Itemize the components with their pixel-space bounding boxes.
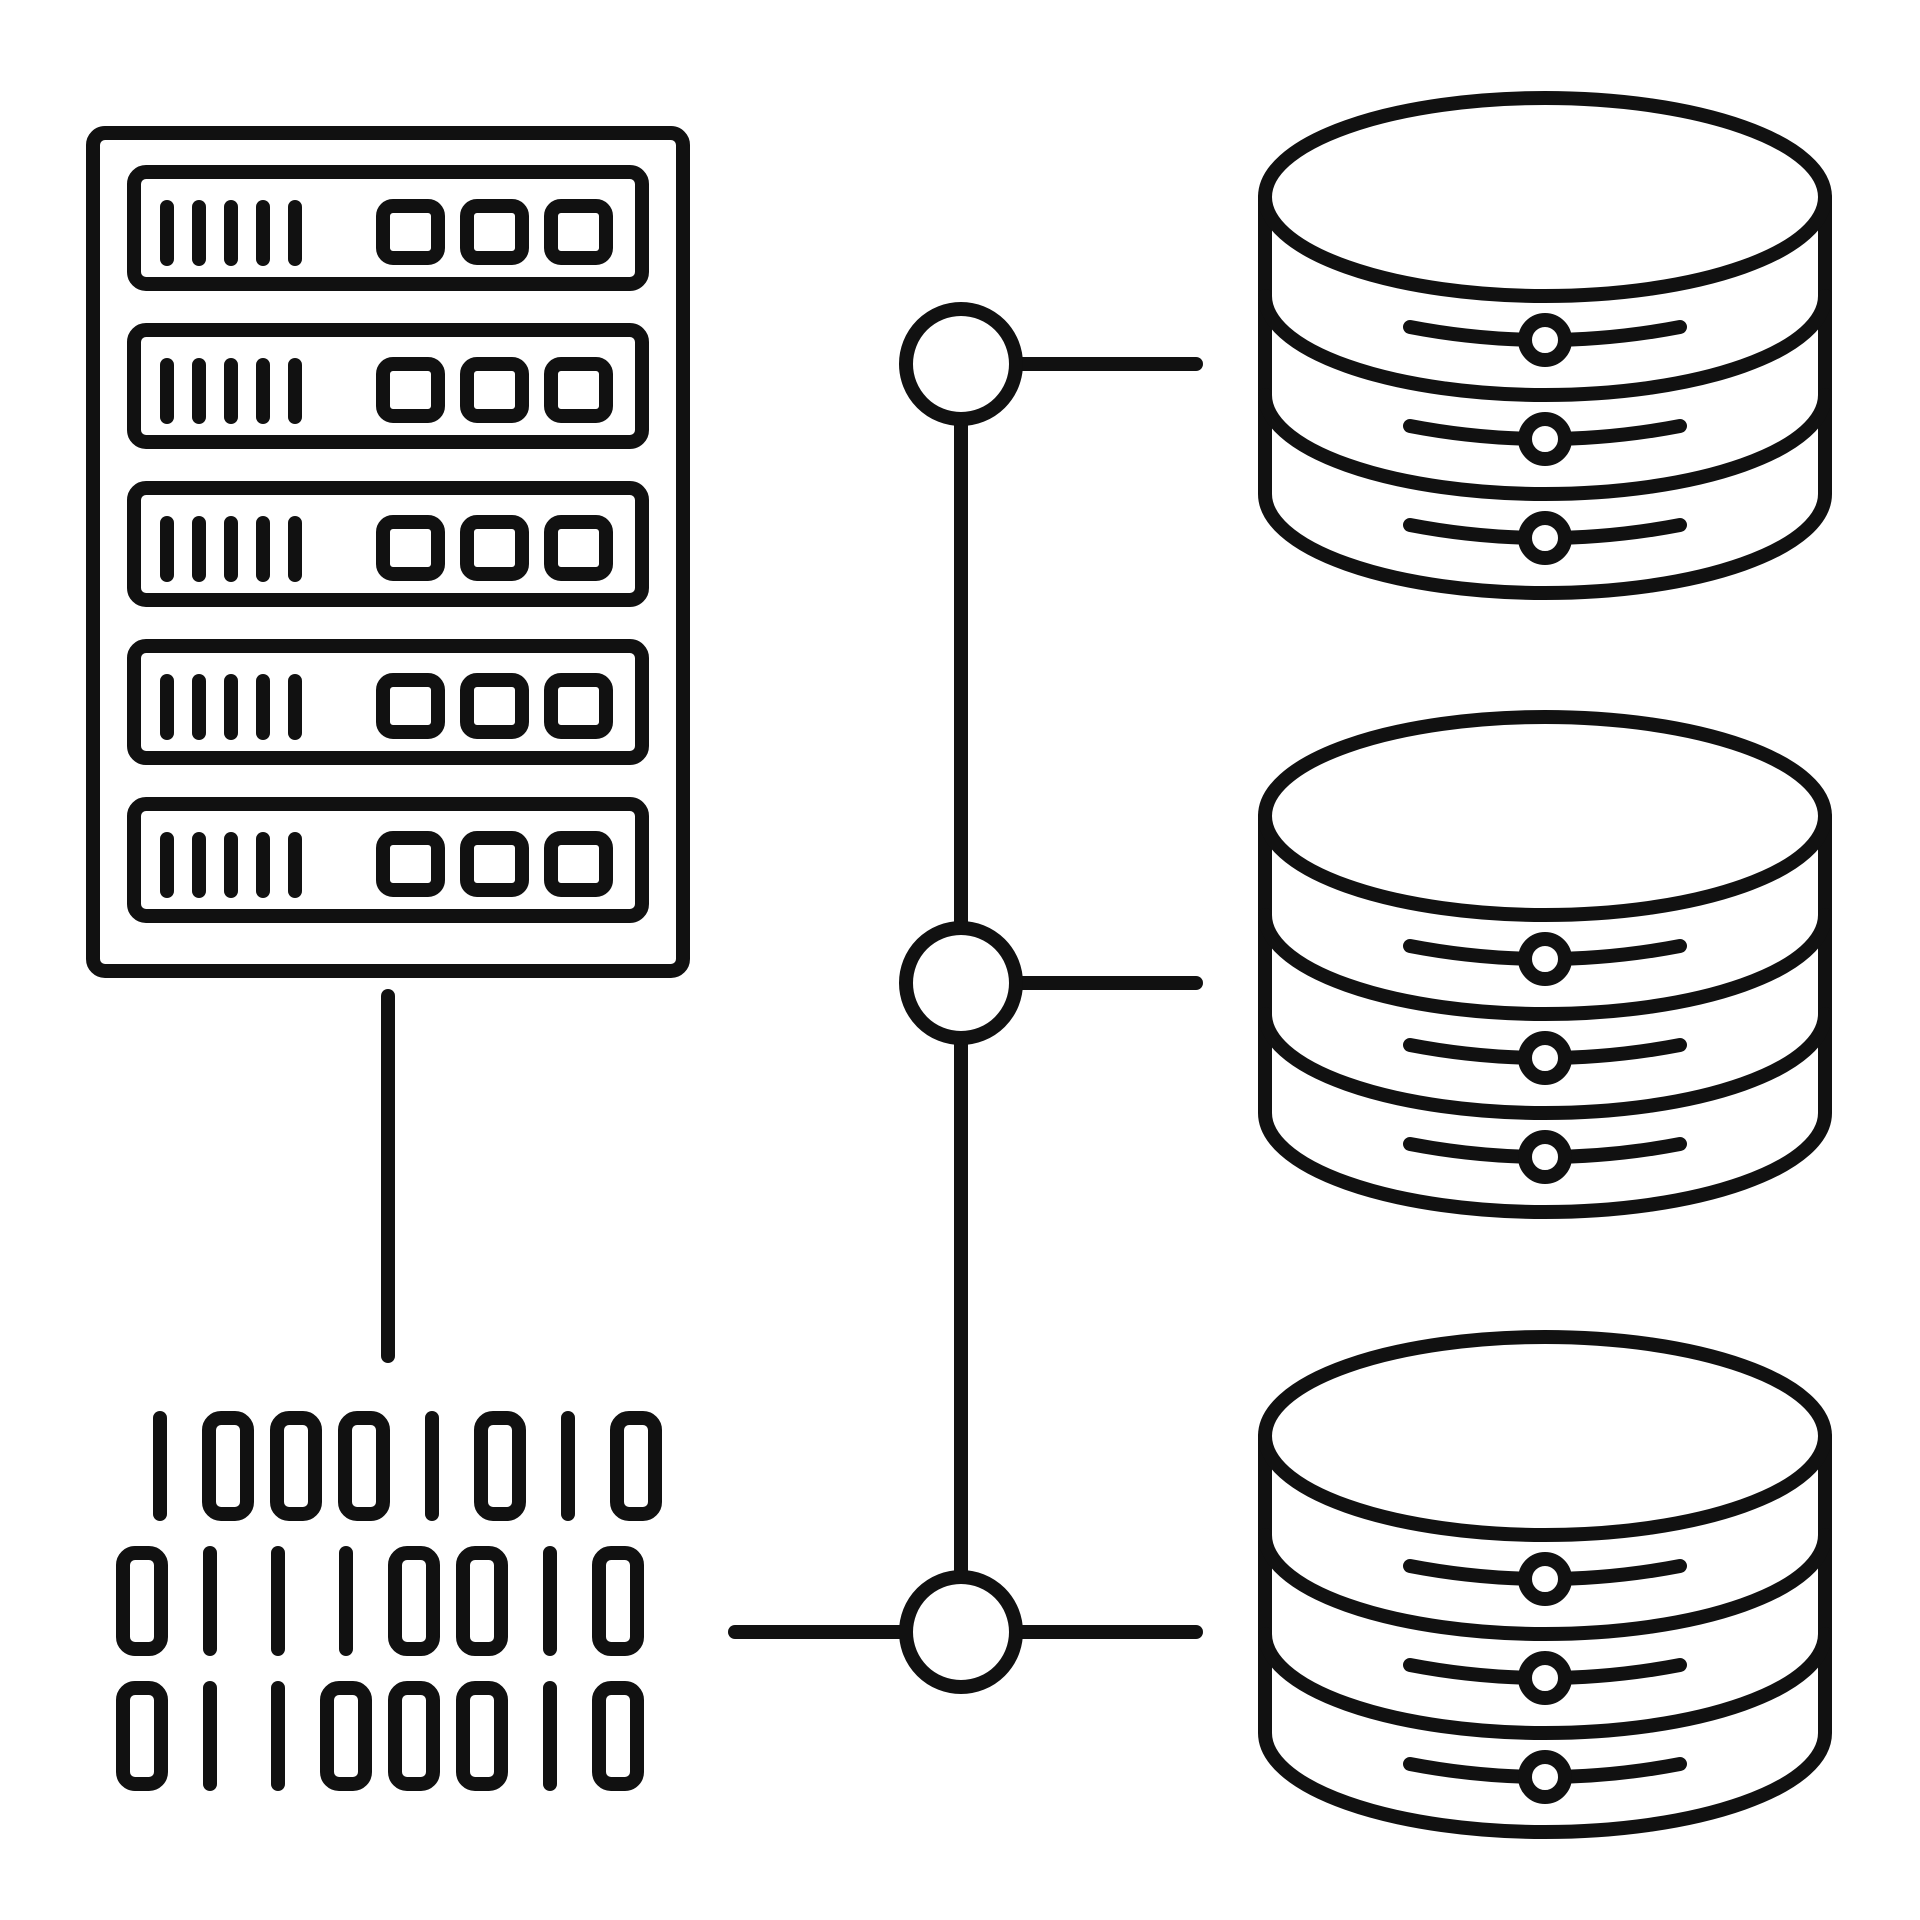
database-top-ellipse (1258, 710, 1832, 922)
server-unit-bay (127, 323, 649, 449)
database-layer-separator (1258, 1627, 1832, 1740)
database-top-ellipse (1258, 1330, 1832, 1542)
binary-row (116, 1546, 644, 1656)
database-cylinder-icon (1258, 1330, 1832, 1839)
disk-indicator-icon (1403, 1130, 1687, 1184)
drive-port-icon (544, 515, 613, 581)
server-unit-bay (127, 639, 649, 765)
database-layer-separator (1258, 289, 1832, 402)
drive-port-icon (544, 357, 613, 423)
server-unit (127, 639, 649, 765)
binary-digit-zero (320, 1681, 372, 1791)
drive-port-icon (376, 673, 445, 739)
server-unit (127, 797, 649, 923)
server-rack-icon (86, 126, 690, 978)
binary-digit-zero (116, 1681, 168, 1791)
server-unit-bay (127, 481, 649, 607)
database-layer-separator (1258, 1528, 1832, 1641)
database-stack-group (1258, 91, 1832, 1839)
disk-indicator-light (1518, 932, 1572, 986)
database-cylinder-icon (1258, 710, 1832, 1219)
disk-indicator-light (1518, 1130, 1572, 1184)
drive-port-icon (460, 357, 529, 423)
database-cylinder-icon (1258, 91, 1832, 600)
binary-digit-zero (456, 1546, 508, 1656)
disk-indicator-icon (1403, 1750, 1687, 1804)
network-connector-lines (728, 302, 1203, 1694)
server-unit (127, 323, 649, 449)
binary-digit-zero (270, 1411, 322, 1521)
binary-digit-zero (388, 1546, 440, 1656)
disk-indicator-light (1518, 511, 1572, 565)
binary-digit-zero (116, 1546, 168, 1656)
disk-indicator-light (1518, 1651, 1572, 1705)
network-node-icon (899, 302, 1023, 426)
drive-port-icon (460, 199, 529, 265)
drive-port-icon (460, 515, 529, 581)
disk-indicator-light (1518, 1750, 1572, 1804)
database-top-ellipse (1258, 91, 1832, 303)
drive-port-icon (544, 199, 613, 265)
disk-indicator-light (1518, 1552, 1572, 1606)
disk-indicator-icon (1403, 932, 1687, 986)
binary-digit-zero (592, 1681, 644, 1791)
database-layer-separator (1258, 1007, 1832, 1120)
database-layer-separator (1258, 908, 1832, 1021)
binary-digit-zero (610, 1411, 662, 1521)
drive-port-icon (376, 831, 445, 897)
drive-port-icon (544, 673, 613, 739)
network-node-icon (899, 921, 1023, 1045)
binary-digit-zero (388, 1681, 440, 1791)
disk-indicator-icon (1403, 1031, 1687, 1085)
disk-indicator-icon (1403, 1651, 1687, 1705)
binary-digit-zero (202, 1411, 254, 1521)
server-unit-bay (127, 165, 649, 291)
server-unit (127, 165, 649, 291)
binary-code-icon (116, 1411, 662, 1791)
disk-indicator-icon (1403, 511, 1687, 565)
binary-row (153, 1411, 662, 1521)
server-unit-bay (127, 797, 649, 923)
server-unit (127, 481, 649, 607)
drive-port-icon (376, 515, 445, 581)
disk-indicator-icon (1403, 412, 1687, 466)
server-rack-frame (86, 126, 690, 978)
binary-digit-zero (474, 1411, 526, 1521)
database-layer-separator (1258, 388, 1832, 501)
binary-digit-zero (592, 1546, 644, 1656)
binary-row (116, 1681, 644, 1791)
drive-port-icon (376, 357, 445, 423)
disk-indicator-light (1518, 313, 1572, 367)
disk-indicator-light (1518, 1031, 1572, 1085)
network-node-icon (899, 1570, 1023, 1694)
disk-indicator-icon (1403, 1552, 1687, 1606)
disk-indicator-light (1518, 412, 1572, 466)
binary-digit-zero (456, 1681, 508, 1791)
drive-port-icon (376, 199, 445, 265)
binary-digit-zero (338, 1411, 390, 1521)
disk-indicator-icon (1403, 313, 1687, 367)
drive-port-icon (460, 673, 529, 739)
drive-port-icon (460, 831, 529, 897)
drive-port-icon (544, 831, 613, 897)
